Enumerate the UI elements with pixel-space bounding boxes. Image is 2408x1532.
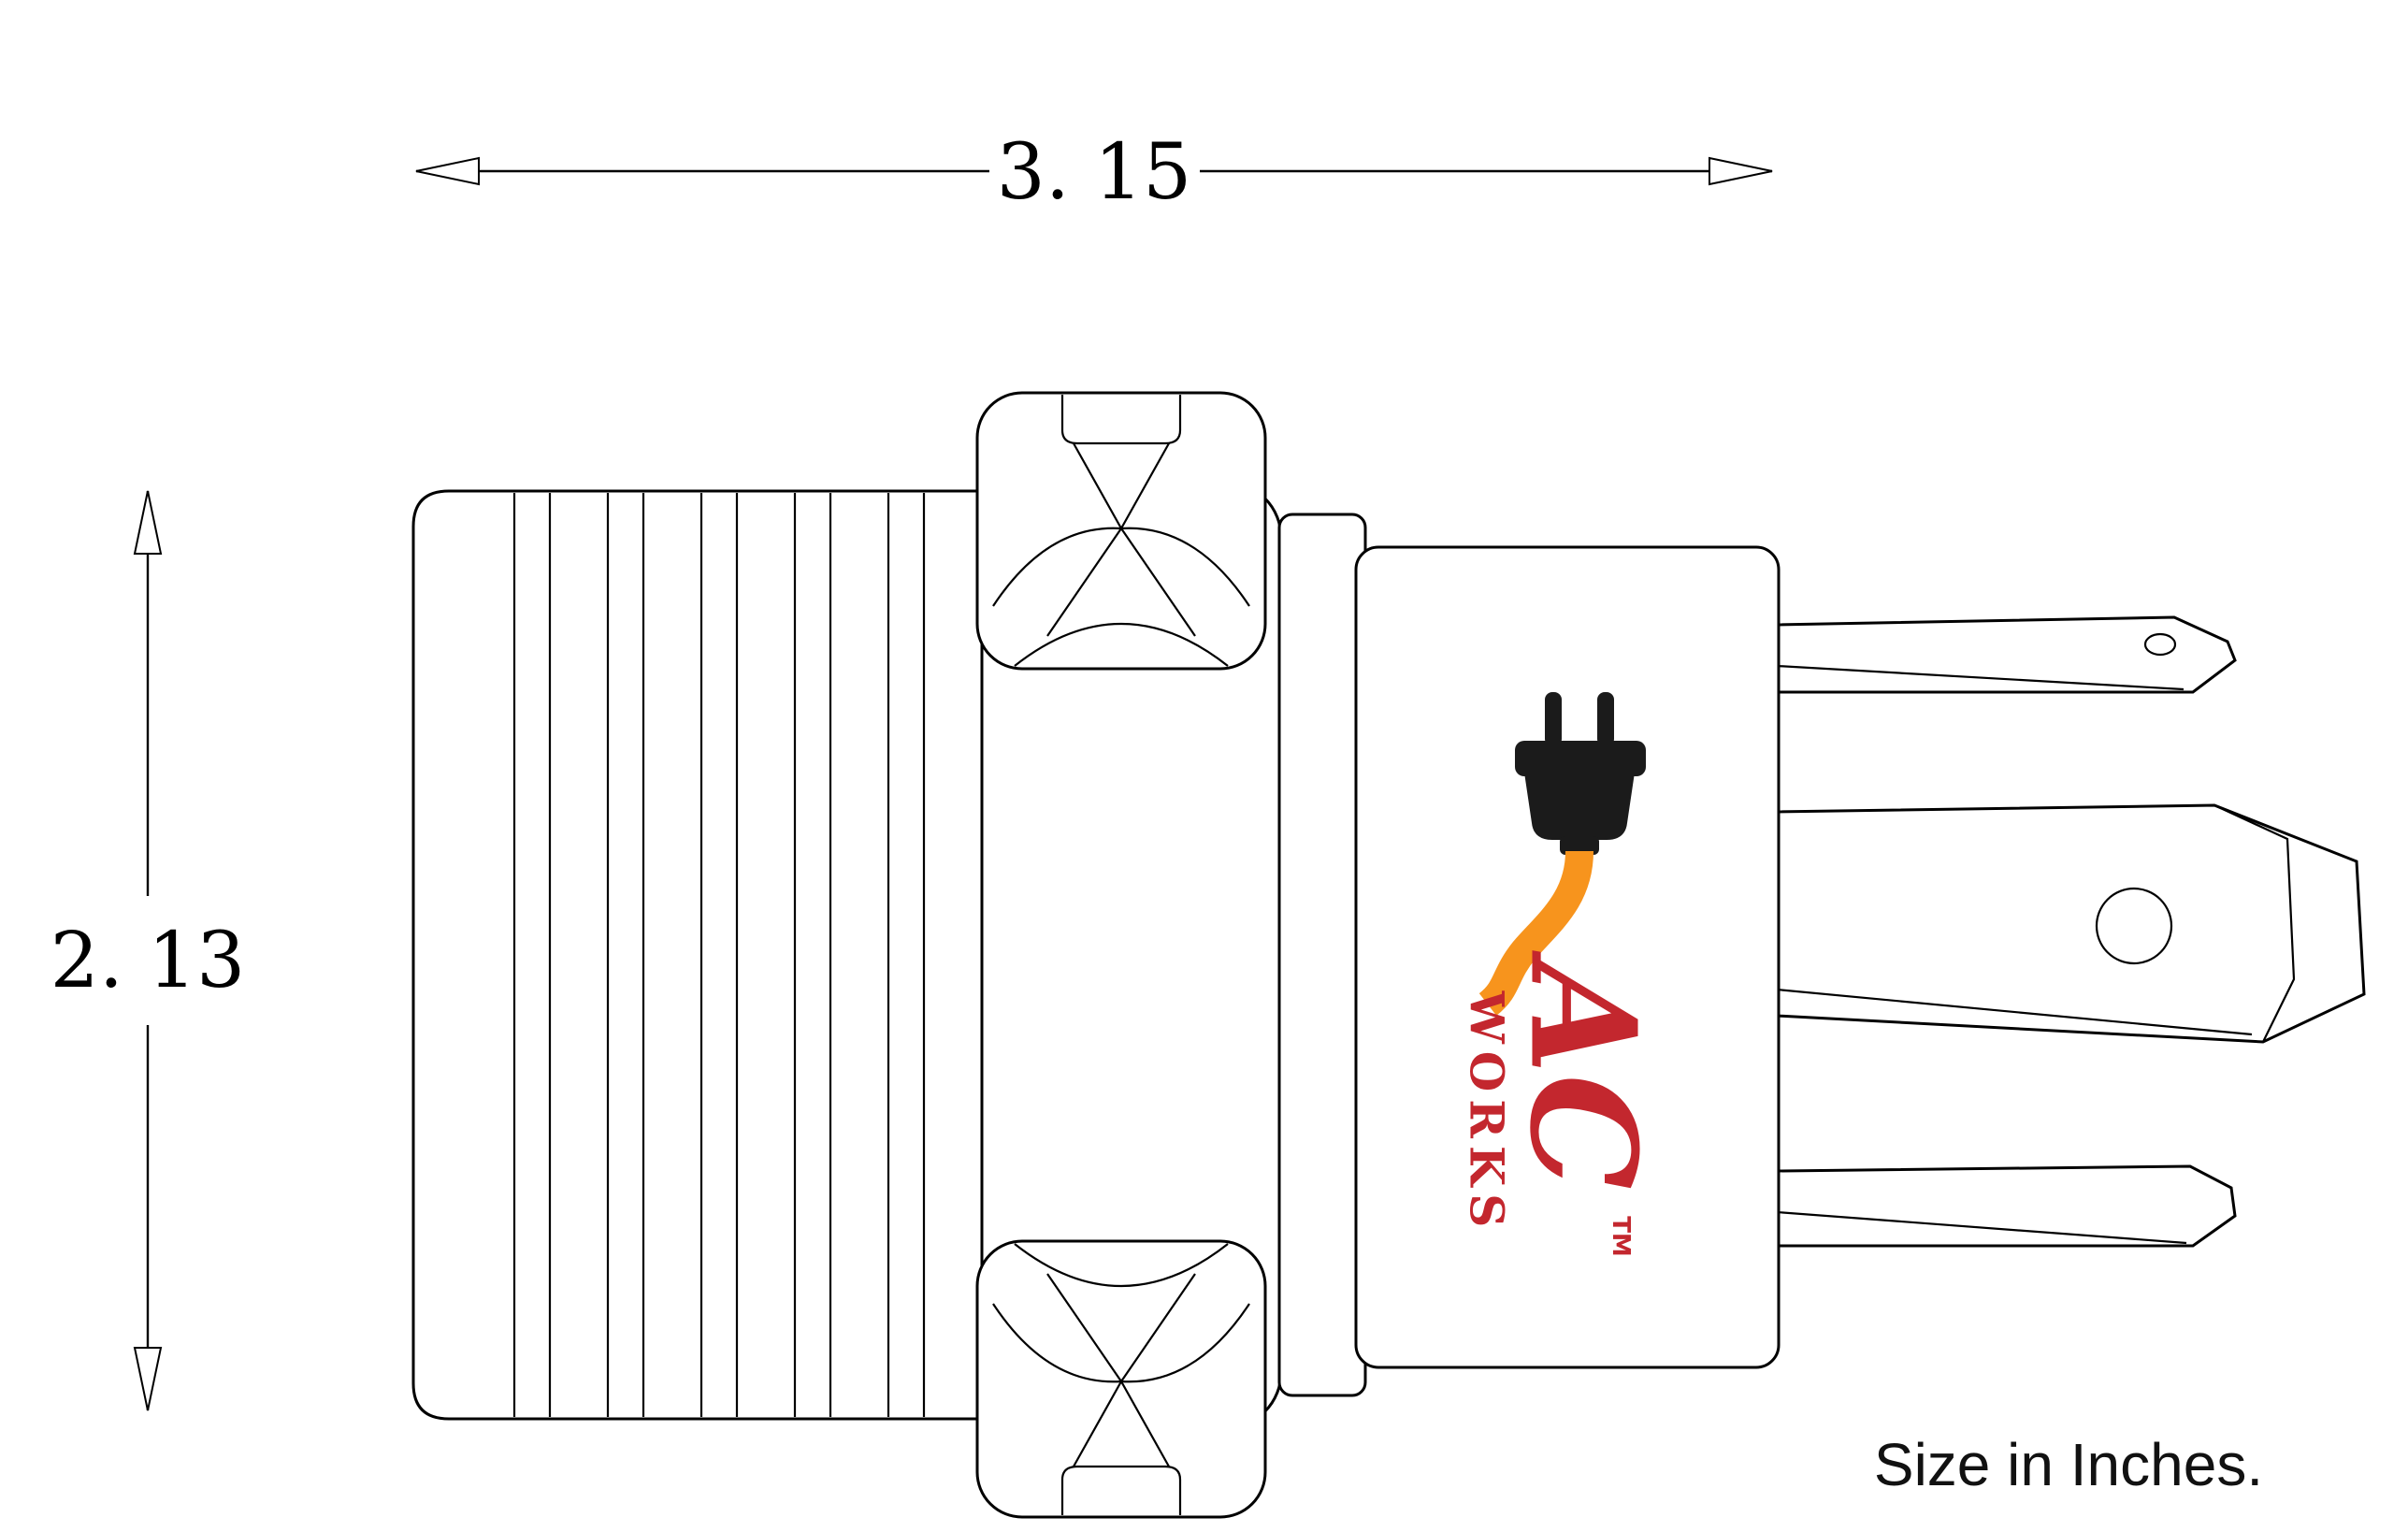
top-cable-clamp: [975, 391, 1267, 671]
bottom-prong-blade: [1775, 1164, 2237, 1248]
bottom-clamp-outline: [975, 1239, 1267, 1519]
plug-housing-outline: [1354, 545, 1781, 1369]
size-units-note: Size in Inches.: [1874, 1431, 2263, 1498]
logo-trademark: TM: [1607, 1216, 1635, 1257]
ground-prong-edge-line: [1776, 988, 2253, 1036]
height-dimension-label: 2. 13: [50, 917, 246, 1005]
width-dimension: 3. 15: [415, 128, 1773, 217]
logo-plug-body-icon: [1524, 773, 1635, 840]
plug-prongs: [1775, 615, 2366, 1248]
top-clamp-arc-lower: [1014, 623, 1229, 667]
ground-prong-hole: [2095, 887, 2173, 965]
logo-plug-prong-icon: [1597, 692, 1614, 746]
top-clamp-spokes: [1046, 528, 1196, 637]
bottom-clamp-notch: [1060, 1465, 1182, 1515]
height-arrowhead-bottom: [133, 1347, 163, 1411]
top-prong-hole: [2143, 632, 2177, 657]
width-arrowhead-right: [1709, 156, 1773, 186]
width-dimension-label: 3. 15: [997, 128, 1192, 217]
logo-cord-icon: [1478, 850, 1593, 1016]
bottom-clamp-spokes: [1046, 1273, 1196, 1382]
logo-plug-prong-icon: [1545, 692, 1562, 746]
bottom-cable-clamp: [975, 1239, 1267, 1519]
logo-brand-word: WORKS: [1460, 990, 1515, 1236]
top-prong-edge-line: [1776, 664, 2185, 691]
ac-works-logo: AC WORKS TM: [1460, 692, 1669, 1257]
ground-prong-fold-line: [2213, 804, 2296, 1043]
logo-plug-cap-icon: [1515, 741, 1646, 776]
top-clamp-notch: [1060, 395, 1182, 445]
ground-prong-blade: [1775, 803, 2366, 1044]
collar: [1277, 513, 1367, 1397]
logo-brand-script: AC: [1498, 949, 1669, 1190]
height-dimension: 2. 13: [50, 490, 246, 1411]
bottom-prong-edge-line: [1776, 1210, 2187, 1245]
logo-plug-neck-icon: [1560, 836, 1599, 855]
height-arrowhead-top: [133, 490, 163, 555]
width-arrowhead-left: [415, 156, 480, 186]
top-clamp-outline: [975, 391, 1267, 671]
plug-housing: [1354, 545, 1781, 1369]
bottom-clamp-arc-lower: [1014, 1243, 1229, 1287]
ribbed-connector-body: [411, 489, 993, 1421]
